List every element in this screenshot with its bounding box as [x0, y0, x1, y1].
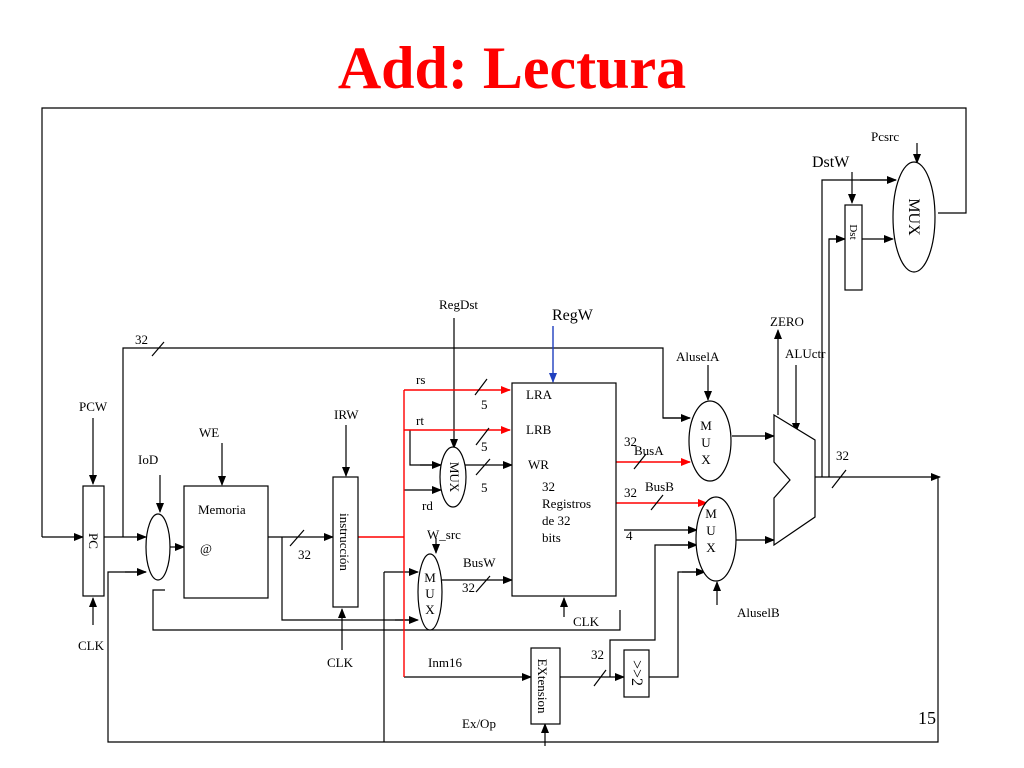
mux-a-u: U [701, 435, 711, 450]
shift-to-muxb-wire [649, 571, 705, 678]
regdst-mux [439, 446, 467, 508]
regfile-wr: WR [528, 457, 549, 472]
bus-width-label: 32 [836, 448, 849, 463]
rd-label: rd [422, 498, 433, 513]
clk-ir-label: CLK [327, 655, 354, 670]
regfile-desc-2: Registros [542, 496, 591, 511]
mux-b-x: X [706, 540, 716, 555]
shift-label: >>2 [628, 660, 645, 686]
bus-width-label: 32 [624, 434, 637, 449]
bus-slash [474, 378, 488, 396]
pc-mux [892, 161, 936, 273]
pc-mux-label: MUX [905, 198, 922, 236]
register-file [511, 382, 617, 597]
bus-slash [475, 427, 490, 446]
bus-width-label: 32 [462, 580, 475, 595]
slide-title: Add: Lectura [338, 35, 686, 101]
exop-label: Ex/Op [462, 716, 496, 731]
clk-reg-label: CLK [573, 614, 600, 629]
inm16-label: Inm16 [428, 655, 462, 670]
mem-data-wire [281, 537, 411, 621]
rs-label: rs [416, 372, 425, 387]
alu-to-dst-wire [828, 238, 845, 477]
we-label: WE [199, 425, 219, 440]
bus-width-label: 5 [481, 397, 488, 412]
bus-width-label: 32 [591, 647, 604, 662]
extension-unit [530, 647, 561, 725]
pc-register [82, 485, 105, 597]
aluselB-label: AluselB [737, 605, 780, 620]
wsrc-label: W_src [427, 527, 461, 542]
ext-to-muxb-wire [609, 544, 697, 677]
rt-to-mux-wire [409, 430, 441, 466]
bus-width-label: 32 [298, 547, 311, 562]
dstw-label: DstW [812, 154, 850, 171]
wsrc-mux-u: U [425, 586, 435, 601]
regfile-desc-4: bits [542, 530, 561, 545]
four-label: 4 [626, 528, 633, 543]
regdst-mux-label: MUX [447, 462, 462, 493]
iod-mux [145, 513, 171, 581]
bus-slash [475, 458, 491, 476]
iod-label: IoD [138, 452, 158, 467]
bus-width-label: 5 [481, 439, 488, 454]
black-wires [41, 107, 967, 746]
bus-slash [593, 669, 607, 687]
regfile-lrb: LRB [526, 422, 552, 437]
regw-label: RegW [552, 307, 594, 324]
busb-label: BusB [645, 479, 674, 494]
irw-label: IRW [334, 407, 359, 422]
wsrc-mux [417, 553, 443, 631]
regfile-desc-3: de 32 [542, 513, 571, 528]
regdst-label: RegDst [439, 297, 478, 312]
dst-label: Dst [847, 224, 859, 239]
instruction-label: instrucción [337, 513, 352, 571]
pcsrc-label: Pcsrc [871, 129, 899, 144]
bus-width-label: 32 [135, 332, 148, 347]
active-path [358, 378, 708, 677]
wsrc-mux-x: X [425, 602, 435, 617]
aluctr-label: ALUctr [785, 346, 826, 361]
memory-addr-label: @ [200, 541, 212, 556]
mux-b [695, 496, 737, 582]
shift-unit [623, 649, 650, 698]
bus-slash [633, 453, 647, 470]
bus-width-label: 5 [481, 480, 488, 495]
mux-a [688, 400, 732, 482]
bus-slash [151, 341, 165, 357]
dst-register [844, 204, 863, 291]
bus-slash [831, 469, 847, 489]
bottom-loop-wire [152, 589, 621, 631]
bus-slash [289, 529, 305, 547]
regfile-lra: LRA [526, 387, 553, 402]
pcw-label: PCW [79, 399, 108, 414]
memory-label: Memoria [198, 502, 246, 517]
busa-label: BusA [634, 443, 664, 458]
bus-slash [475, 575, 491, 593]
aluselA-label: AluselA [676, 349, 720, 364]
zero-label: ZERO [770, 314, 804, 329]
clk-pc-label: CLK [78, 638, 105, 653]
mux-b-m: M [705, 506, 717, 521]
wsrc-mux-m: M [424, 570, 436, 585]
rt-label: rt [416, 413, 424, 428]
alu [773, 413, 816, 547]
instruction-register [332, 476, 359, 608]
busw-label: BusW [463, 555, 496, 570]
bus-slash [650, 494, 664, 511]
pc-feedback-wire [41, 107, 967, 537]
mux-a-m: M [700, 418, 712, 433]
pc-label: PC [86, 533, 101, 549]
memory-block [183, 485, 269, 599]
extension-label: EXtension [535, 659, 550, 714]
bus-width-label: 32 [624, 485, 637, 500]
regfile-desc-1: 32 [542, 479, 555, 494]
mux-b-u: U [706, 523, 716, 538]
mux-a-x: X [701, 452, 711, 467]
alu-out-feedback-wire [107, 477, 939, 743]
page-number: 15 [918, 708, 936, 728]
